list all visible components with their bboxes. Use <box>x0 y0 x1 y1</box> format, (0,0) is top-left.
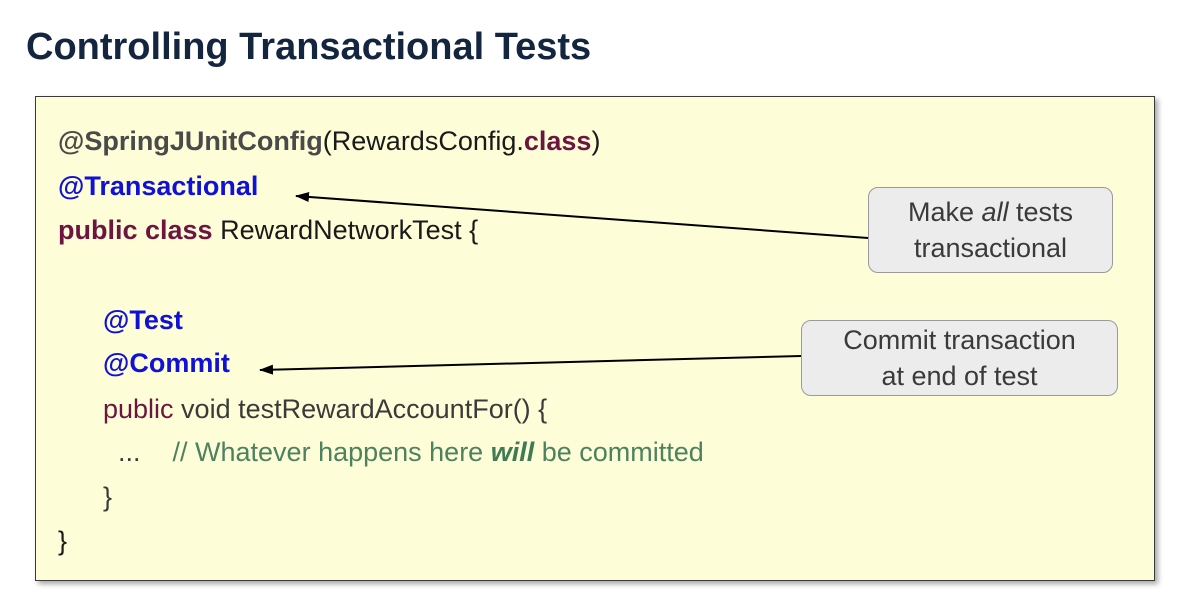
ellipsis: ... <box>118 437 141 467</box>
arrow-to-commit <box>259 355 802 375</box>
arrow-to-transactional <box>295 191 869 239</box>
callout-transactional: Make all tests transactional <box>868 187 1113 273</box>
rewards-config-open: (RewardsConfig. <box>322 126 524 156</box>
comment-start: // Whatever happens here <box>172 437 491 467</box>
class-close-brace: } <box>58 526 68 556</box>
code-line-2: @Transactional <box>58 170 258 202</box>
code-line-8: } <box>103 481 112 513</box>
method-close-brace: } <box>103 482 113 512</box>
callout-transactional-line2: transactional <box>913 233 1068 263</box>
comment-end: be committed <box>534 437 704 467</box>
public-class-keyword: public class <box>58 215 213 245</box>
class-name: RewardNetworkTest { <box>212 215 479 245</box>
callout-commit-line1: Commit transaction <box>843 325 1076 355</box>
callout-commit: Commit transaction at end of test <box>801 320 1118 396</box>
method-signature: void testRewardAccountFor() { <box>173 394 548 424</box>
transactional-annotation: @Transactional <box>58 171 259 201</box>
slide-title: Controlling Transactional Tests <box>26 26 592 68</box>
code-line-9: } <box>58 525 67 557</box>
comment-emphasis: will <box>490 437 535 467</box>
line1-close-paren: ) <box>591 126 601 156</box>
test-annotation: @Test <box>103 305 183 335</box>
code-line-7: ... // Whatever happens here will be comm… <box>118 436 704 468</box>
commit-annotation: @Commit <box>103 348 230 378</box>
public-keyword: public <box>103 394 174 424</box>
callout-transactional-line1: Make all tests <box>907 197 1074 227</box>
code-line-4: @Test <box>103 304 183 336</box>
code-line-6: public void testRewardAccountFor() { <box>103 393 547 425</box>
code-line-1: @SpringJUnitConfig(RewardsConfig.class) <box>58 125 600 157</box>
spring-junit-config-annotation: @SpringJUnitConfig <box>58 126 323 156</box>
code-line-5: @Commit <box>103 347 230 379</box>
callout-commit-line2: at end of test <box>881 361 1038 391</box>
code-line-3: public class RewardNetworkTest { <box>58 214 478 246</box>
class-keyword: class <box>523 126 592 156</box>
